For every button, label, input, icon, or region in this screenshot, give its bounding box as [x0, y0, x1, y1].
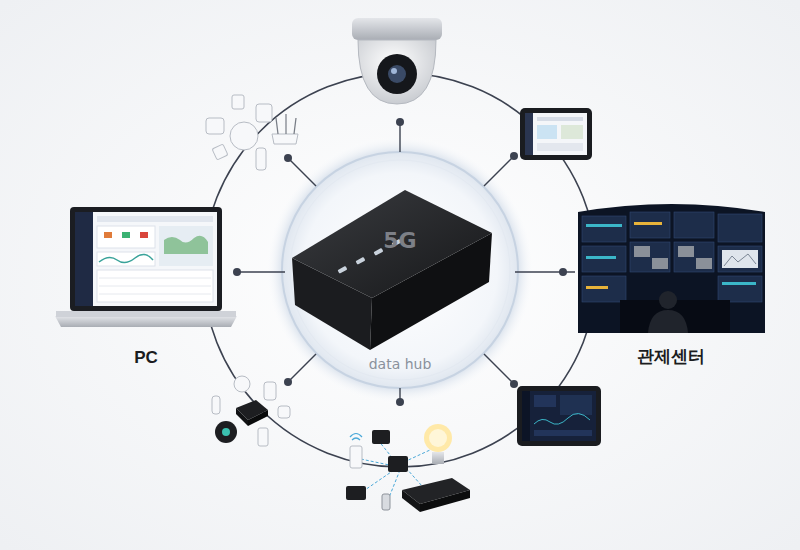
node-label: 관제센터 — [637, 345, 705, 368]
hub-device: 5G data hub — [285, 222, 515, 374]
connector-line — [515, 271, 575, 272]
control-center: 관제센터 — [575, 205, 767, 370]
spoke-connector — [515, 272, 575, 273]
node-label: 5G — [383, 228, 416, 253]
node-label: PC — [134, 348, 158, 368]
node-sublabel: data hub — [369, 356, 432, 372]
connector-line — [237, 271, 285, 272]
spoke-connector — [237, 272, 285, 273]
pc-device: PC — [55, 205, 237, 370]
